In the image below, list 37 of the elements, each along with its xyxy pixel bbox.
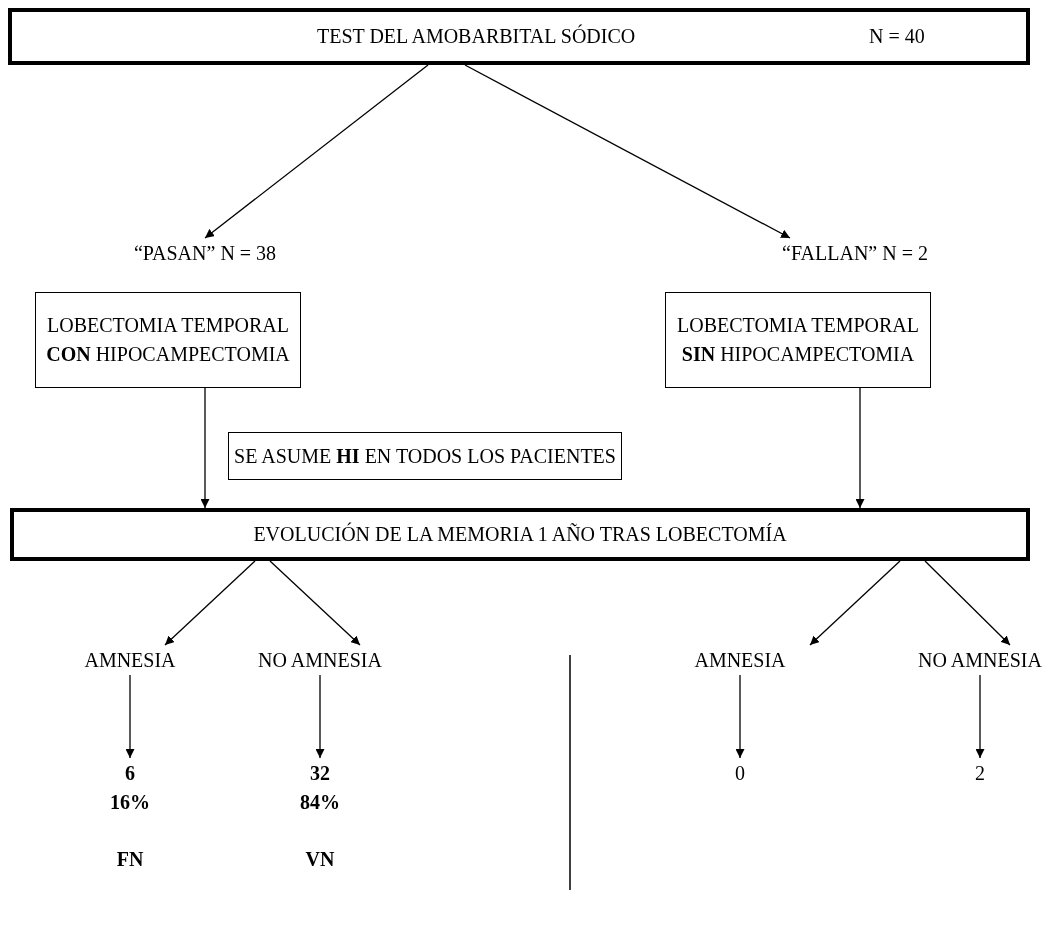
process-box (665, 292, 931, 388)
node-label: 16% (110, 790, 150, 815)
node-label: 6 (125, 761, 135, 786)
arrow (125, 674, 135, 759)
box-text: EVOLUCIÓN DE LA MEMORIA 1 AÑO TRAS LOBECTOMÍA (253, 521, 787, 547)
node-label: 84% (300, 790, 340, 815)
arrow (204, 64, 429, 239)
arrow (924, 560, 1011, 646)
process-box (35, 292, 301, 388)
node-label: “PASAN” N = 38 (133, 240, 277, 266)
arrow (164, 560, 256, 646)
header-box (8, 8, 1030, 65)
node-label: NO AMNESIA (918, 647, 1042, 673)
arrow (269, 560, 361, 646)
arrow (315, 674, 325, 759)
arrow (975, 674, 985, 759)
node-label: AMNESIA (694, 647, 786, 673)
label-text: VN (305, 848, 335, 871)
box-text: N = 40 (869, 24, 925, 49)
box-text: TEST DEL AMOBARBITAL SÓDICO (317, 23, 636, 49)
arrow (855, 387, 865, 509)
node-label: AMNESIA (84, 647, 176, 673)
process-box (228, 432, 622, 480)
arrow (809, 560, 901, 646)
arrow (735, 674, 745, 759)
node-label: NO AMNESIA (258, 647, 382, 673)
node-label: 0 (735, 760, 745, 786)
label-text: FN (116, 848, 144, 871)
arrow (464, 64, 791, 239)
node-label: 32 (310, 761, 330, 786)
arrow (200, 387, 210, 509)
box-text: LOBECTOMIA TEMPORAL SIN HIPOCAMPECTOMIA (675, 313, 921, 367)
node-label: “FALLAN” N = 2 (782, 240, 928, 266)
box-text: SE ASUME HI EN TODOS LOS PACIENTES (234, 443, 616, 469)
header-box (10, 508, 1030, 561)
node-label: 2 (975, 760, 985, 786)
box-text: LOBECTOMIA TEMPORAL CON HIPOCAMPECTOMIA (45, 313, 291, 367)
